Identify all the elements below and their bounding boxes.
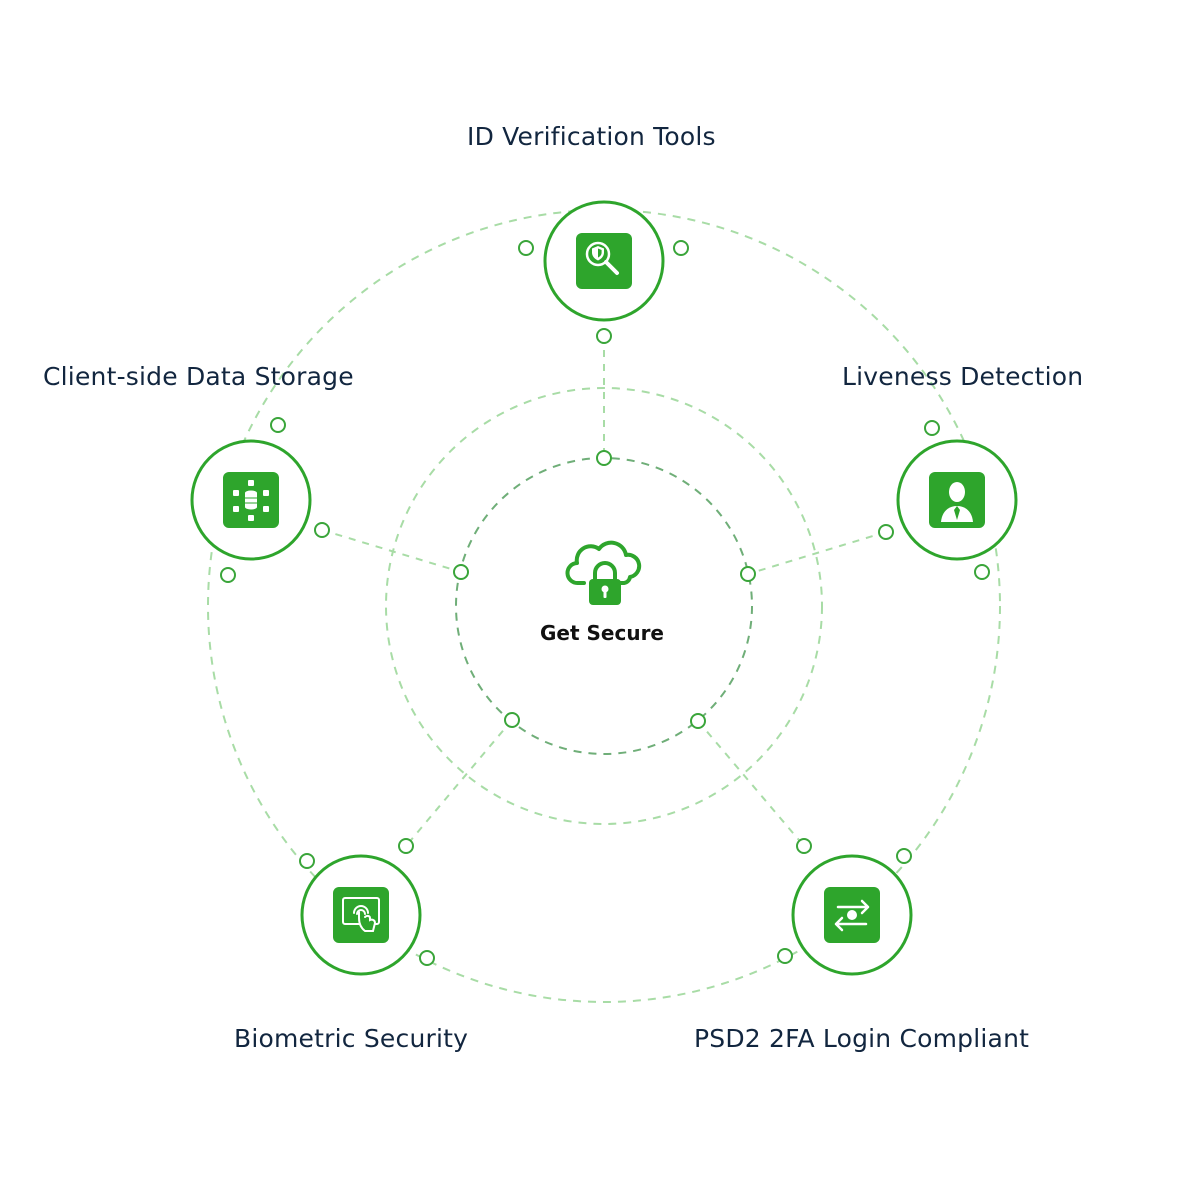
connector-node: [299, 853, 315, 869]
connector-node: [398, 838, 414, 854]
center-label: Get Secure: [540, 621, 664, 645]
feature-node-id-verification[interactable]: [543, 200, 665, 322]
connector-node: [777, 948, 793, 964]
feature-node-data-storage[interactable]: [190, 439, 312, 561]
connector-node: [690, 713, 706, 729]
feature-node-psd2[interactable]: [791, 854, 913, 976]
label-data-storage: Client-side Data Storage: [43, 362, 354, 391]
connector-node: [740, 566, 756, 582]
label-biometric: Biometric Security: [234, 1024, 469, 1053]
cloud-lock-icon: [565, 540, 642, 605]
label-liveness: Liveness Detection: [842, 362, 1084, 391]
connector-node: [314, 522, 330, 538]
spoke-right: [747, 531, 887, 575]
fingerprint-touch-icon: [342, 897, 380, 932]
label-psd2: PSD2 2FA Login Compliant: [694, 1024, 1030, 1053]
connector-node: [924, 420, 940, 436]
spoke-left: [321, 529, 462, 573]
spoke-bottom-left: [405, 719, 513, 847]
middle-ring: [385, 387, 823, 825]
inner-ring: [455, 457, 753, 755]
connector-node: [270, 417, 286, 433]
connector-node: [504, 712, 520, 728]
exchange-arrows-icon: [834, 899, 870, 932]
connector-node: [419, 950, 435, 966]
label-id-verification: ID Verification Tools: [467, 122, 716, 151]
magnifier-shield-icon: [585, 241, 619, 275]
connector-node: [220, 567, 236, 583]
feature-node-biometric[interactable]: [300, 854, 422, 976]
feature-node-liveness[interactable]: [896, 439, 1018, 561]
connector-node: [878, 524, 894, 540]
connector-node: [596, 328, 612, 344]
person-icon: [941, 482, 973, 522]
connector-node: [974, 564, 990, 580]
connector-node: [518, 240, 534, 256]
connector-node: [596, 450, 612, 466]
connector-node: [796, 838, 812, 854]
connector-node: [896, 848, 912, 864]
connector-node: [673, 240, 689, 256]
connector-node: [453, 564, 469, 580]
database-nodes-icon: [233, 480, 269, 521]
spoke-bottom-right: [697, 720, 805, 847]
